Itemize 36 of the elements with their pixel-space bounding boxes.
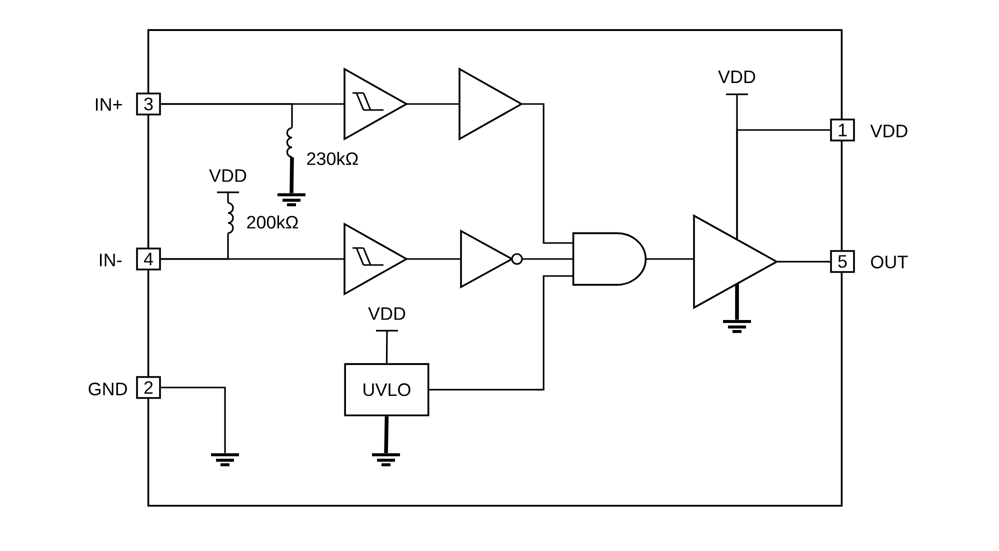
wire [406, 103, 460, 105]
wire [386, 330, 388, 364]
wire [160, 386, 226, 454]
wire [227, 192, 229, 203]
wire [736, 129, 830, 240]
pin-box: 1 [830, 118, 855, 142]
resistor-symbol [227, 202, 234, 234]
value-label: 230kΩ [307, 152, 358, 166]
pin-label: IN- [100, 254, 122, 266]
wire [522, 103, 574, 244]
ground-symbol [722, 320, 752, 333]
pin-box: 5 [830, 250, 855, 273]
resistor-symbol [286, 127, 293, 158]
wire [406, 258, 461, 260]
pin-label: IN+ [96, 98, 122, 111]
wire [290, 157, 294, 194]
wire [522, 258, 574, 260]
ground-symbol [276, 193, 307, 206]
wire [160, 258, 344, 260]
pin-box: 2 [136, 376, 161, 399]
pin-box: 3 [136, 92, 161, 116]
and-gate [572, 232, 647, 286]
wire [735, 284, 739, 320]
wire [429, 275, 574, 390]
ground-symbol [370, 453, 402, 466]
pin-box: 4 [136, 248, 161, 270]
pin-label: OUT [871, 256, 908, 268]
wire [776, 260, 830, 262]
pin-label: GND [88, 382, 127, 396]
wire [160, 103, 293, 128]
value-label: 200kΩ [247, 215, 298, 229]
pin-label: VDD [870, 124, 908, 138]
function-block: UVLO [344, 363, 430, 416]
wire [646, 258, 694, 260]
wire [384, 416, 389, 454]
ground-symbol [210, 453, 240, 466]
